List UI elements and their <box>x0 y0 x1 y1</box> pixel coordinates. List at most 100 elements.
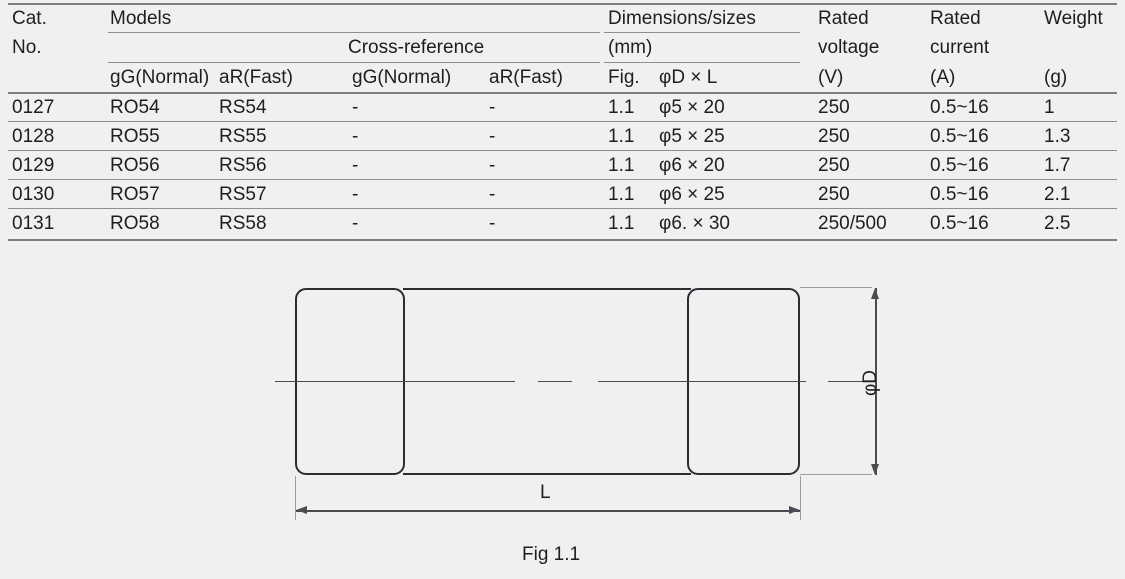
header-rated-voltage-line1: Rated <box>818 8 869 29</box>
subheader-models-gg: gG(Normal) <box>110 67 210 88</box>
specifications-table: Cat. No. Models Cross-reference Dimensio… <box>0 0 1125 245</box>
header-weight-unit: (g) <box>1044 67 1068 88</box>
header-models: Models <box>110 8 172 29</box>
table-row: 1.7 <box>1044 155 1071 176</box>
table-row: - <box>489 155 496 176</box>
models-group-rule <box>108 32 600 33</box>
table-row: RO54 <box>110 97 160 118</box>
table-row: RO57 <box>110 184 160 205</box>
diameter-extension-line-bottom <box>800 474 872 475</box>
row-divider-2 <box>8 150 1117 151</box>
table-row: 250 <box>818 97 850 118</box>
table-row: 0.5~16 <box>930 213 989 234</box>
table-row: 1.1 <box>608 97 635 118</box>
diameter-extension-line-top <box>800 287 872 288</box>
header-rated-voltage-unit: (V) <box>818 67 844 88</box>
subheader-fig: Fig. <box>608 67 640 88</box>
header-rated-current-line1: Rated <box>930 8 981 29</box>
centerline-axis-segment <box>538 381 572 382</box>
table-row: 0.5~16 <box>930 97 989 118</box>
table-row: φ6. × 30 <box>659 213 730 234</box>
diameter-dimension-line <box>875 288 877 475</box>
header-dimensions-line2: (mm) <box>608 37 653 58</box>
table-row: 1.1 <box>608 184 635 205</box>
row-divider-3 <box>8 179 1117 180</box>
diameter-label: φD <box>860 369 882 397</box>
length-extension-line-left <box>295 476 296 520</box>
row-divider-1 <box>8 121 1117 122</box>
header-rated-current-line2: current <box>930 37 990 58</box>
subheader-rule-right <box>604 62 800 63</box>
table-row: 1.1 <box>608 126 635 147</box>
table-bottom-border <box>8 239 1117 241</box>
length-arrow-right <box>789 506 800 514</box>
table-row: RS58 <box>219 213 267 234</box>
table-row: - <box>352 97 359 118</box>
table-row: RO55 <box>110 126 160 147</box>
length-label: L <box>540 482 551 503</box>
table-row: 0.5~16 <box>930 126 989 147</box>
table-row: - <box>489 126 496 147</box>
table-row: 2.1 <box>1044 184 1071 205</box>
table-row: - <box>489 184 496 205</box>
table-row: - <box>352 213 359 234</box>
table-row: 0128 <box>12 126 55 147</box>
length-extension-line-right <box>800 476 801 520</box>
fuse-body-top-edge <box>403 288 691 290</box>
table-row: 0130 <box>12 184 55 205</box>
subheader-xref-ar: aR(Fast) <box>489 67 563 88</box>
table-row: 250 <box>818 155 850 176</box>
subheader-models-ar: aR(Fast) <box>219 67 293 88</box>
table-row: 1 <box>1044 97 1055 118</box>
subheader-xref-gg: gG(Normal) <box>352 67 452 88</box>
dimensions-group-rule <box>604 32 800 33</box>
fuse-dimension-drawing: φD L Fig 1.1 <box>0 248 1125 579</box>
table-row: - <box>489 213 496 234</box>
table-row: 0.5~16 <box>930 184 989 205</box>
header-cat-line1: Cat. <box>12 8 47 29</box>
figure-caption: Fig 1.1 <box>522 544 581 565</box>
table-row: φ6 × 25 <box>659 184 725 205</box>
table-row: 250/500 <box>818 213 887 234</box>
table-row: 0131 <box>12 213 55 234</box>
table-row: 1.1 <box>608 213 635 234</box>
header-weight: Weight <box>1044 8 1103 29</box>
length-arrow-left <box>296 506 307 514</box>
table-row: 250 <box>818 126 850 147</box>
table-row: 1.1 <box>608 155 635 176</box>
table-row: RS57 <box>219 184 267 205</box>
subheader-size: φD × L <box>659 67 718 88</box>
table-row: - <box>352 126 359 147</box>
table-row: RS54 <box>219 97 267 118</box>
table-row: - <box>352 155 359 176</box>
header-data-divider <box>8 92 1117 94</box>
table-row: 2.5 <box>1044 213 1071 234</box>
table-row: - <box>352 184 359 205</box>
table-row: 0129 <box>12 155 55 176</box>
table-row: RO56 <box>110 155 160 176</box>
table-row: RO58 <box>110 213 160 234</box>
table-row: 0127 <box>12 97 55 118</box>
table-row: φ6 × 20 <box>659 155 725 176</box>
table-row: RS56 <box>219 155 267 176</box>
table-row: 0.5~16 <box>930 155 989 176</box>
header-rated-voltage-line2: voltage <box>818 37 880 58</box>
centerline-axis-segment <box>828 381 870 382</box>
table-row: - <box>489 97 496 118</box>
header-cat-line2: No. <box>12 37 42 58</box>
centerline-axis-segment <box>275 381 515 382</box>
table-top-border <box>8 3 1117 5</box>
table-row: 1.3 <box>1044 126 1071 147</box>
centerline-axis-segment <box>598 381 806 382</box>
header-rated-current-unit: (A) <box>930 67 956 88</box>
fuse-body-bottom-edge <box>403 473 691 475</box>
header-dimensions-line1: Dimensions/sizes <box>608 8 756 29</box>
subheader-rule-left <box>108 62 600 63</box>
table-row: RS55 <box>219 126 267 147</box>
row-divider-4 <box>8 208 1117 209</box>
table-row: φ5 × 25 <box>659 126 725 147</box>
length-dimension-line <box>296 510 800 512</box>
header-cross-reference: Cross-reference <box>348 37 485 58</box>
table-row: 250 <box>818 184 850 205</box>
diameter-arrow-top <box>871 288 879 299</box>
